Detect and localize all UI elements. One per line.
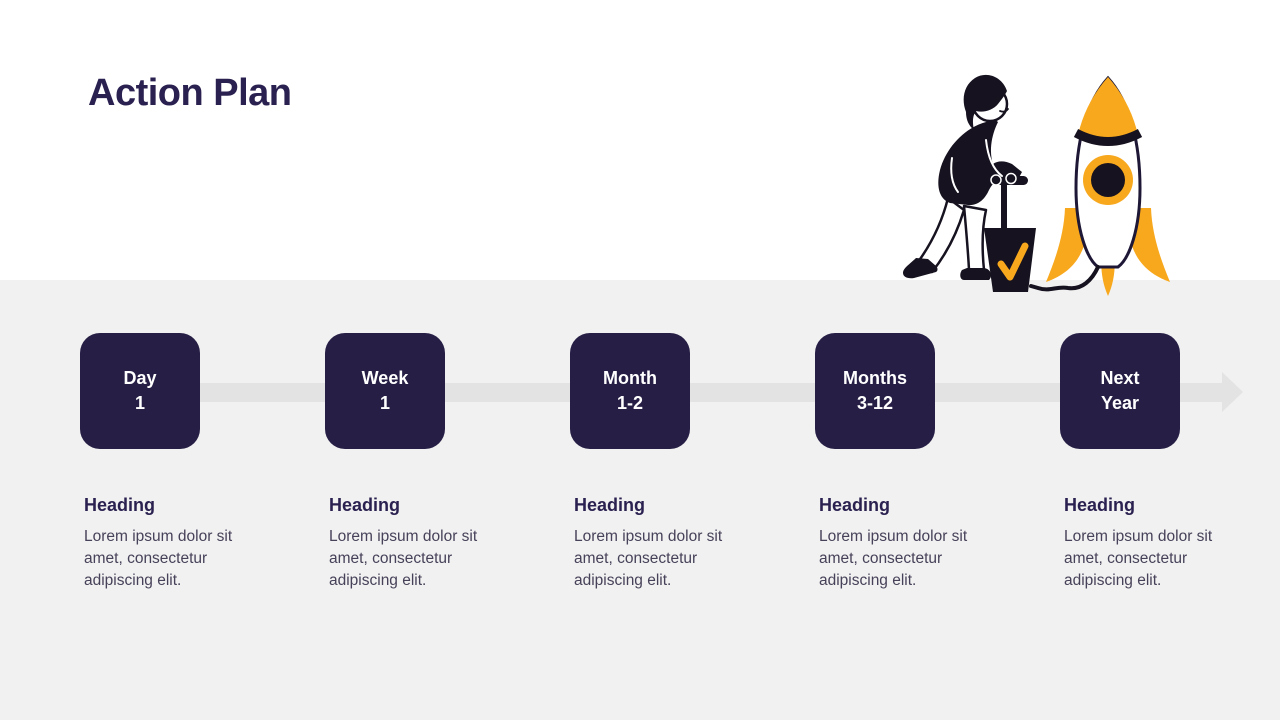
milestone-period-label-line1: Week [361,368,409,388]
milestone-period-label-line1: Day [123,368,157,388]
person-launching-rocket-illustration [903,74,1170,296]
milestone-period-label-line2: 1 [134,393,145,413]
milestone-period-label-line2: 3-12 [856,393,894,413]
milestone-body-text: Lorem ipsum dolor sit amet, consectetur … [329,528,478,589]
milestone-body-text: Lorem ipsum dolor sit amet, consectetur … [819,528,968,589]
rocket-icon [1046,75,1170,296]
person-sweater-seam-back [950,157,959,193]
detonator-box [984,228,1036,292]
milestone-period-box: Month 1-2 [570,333,690,449]
milestone-column: Months 3-12 Heading Lorem ipsum dolor si… [815,333,1015,592]
person-shoe-back [903,258,938,279]
person-hand-right [1005,172,1017,185]
milestone-period-box: Day 1 [80,333,200,449]
rocket-nose-band [1073,128,1143,146]
milestone-period-box: Months 3-12 [815,333,935,449]
milestone-column: Week 1 Heading Lorem ipsum dolor sit ame… [325,333,525,592]
rocket-window [1091,163,1125,197]
milestone-period-label-line2: 1 [379,393,390,413]
milestone-period-label-line1: Next [1100,368,1140,388]
rocket-nose-cone [1078,77,1138,144]
person-smile [999,108,1009,113]
milestone-period-box: Next Year [1060,333,1180,449]
milestone-period-label-line2: 1-2 [616,393,643,413]
detonator-checkmark [997,242,1029,281]
rocket-fin-left [1046,208,1089,282]
milestone-column: Month 1-2 Heading Lorem ipsum dolor sit … [570,333,770,592]
slide-title: Action Plan [88,72,292,114]
person-hair [963,74,1007,130]
plunger-rod [1001,184,1007,230]
timeline-arrow-head [1222,372,1243,412]
milestone-heading: Heading [329,495,401,515]
milestone-period-box: Week 1 [325,333,445,449]
milestone-body-text: Lorem ipsum dolor sit amet, consectetur … [574,528,723,589]
milestone-body-text: Lorem ipsum dolor sit amet, consectetur … [84,528,233,589]
person-pants-front-leg [962,204,988,272]
person-sweater [938,119,1022,206]
cable-line [1029,265,1100,292]
milestone-period-label-line2: Year [1100,393,1140,413]
person-sweater-seam-front [985,139,1003,177]
milestone-column: Day 1 Heading Lorem ipsum dolor sit amet… [80,333,280,592]
milestone-heading: Heading [574,495,646,515]
person-figure [903,74,1022,280]
person-eye [996,97,1000,101]
person-hand-left [990,174,1002,186]
milestone-heading: Heading [819,495,891,515]
milestone-heading: Heading [1064,495,1136,515]
milestone-column: Next Year Heading Lorem ipsum dolor sit … [1060,333,1260,592]
milestone-period-label-line1: Month [603,368,657,388]
milestone-body-text: Lorem ipsum dolor sit amet, consectetur … [1064,528,1213,589]
person-shoe-front [960,268,992,280]
milestone-heading: Heading [84,495,156,515]
milestone-period-label-line1: Months [843,368,907,388]
rocket-fin-right [1127,208,1170,282]
